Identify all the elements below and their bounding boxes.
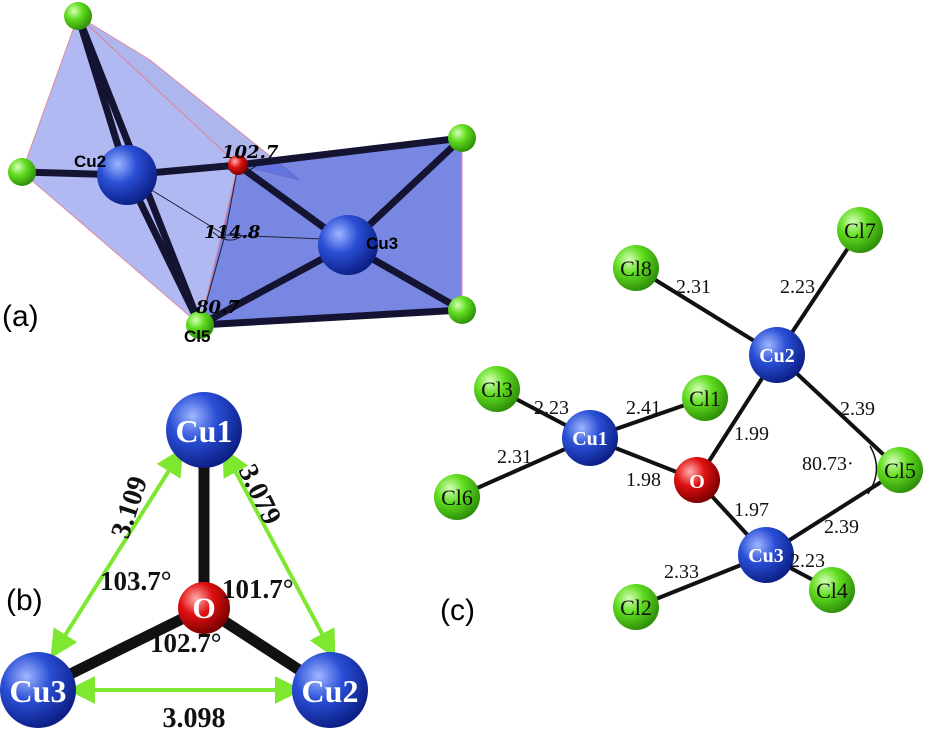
cl-atom-a2 — [8, 158, 36, 186]
angle-80-73-c: 80.73· — [802, 453, 854, 475]
cl4-label-c: Cl4 — [816, 578, 848, 603]
o-atom-c — [674, 457, 720, 503]
cl5-label-a: Cl5 — [184, 327, 210, 346]
cu2-label-c: Cu2 — [759, 345, 795, 367]
cu2-atom-a — [97, 145, 157, 205]
cl7-atom-c — [837, 207, 883, 253]
angle-80-7-a: 80.7 — [195, 297, 240, 318]
bond-cl2-cu3: 2.33 — [664, 561, 699, 583]
cu2-label-b: Cu2 — [302, 673, 359, 709]
panel-label-a: (a) — [2, 300, 39, 333]
cu3-atom-c — [738, 527, 794, 583]
bond-cu3-cl5: 2.39 — [824, 516, 859, 538]
cu1-label-c: Cu1 — [572, 428, 608, 450]
cl5-atom-a — [186, 311, 214, 339]
angle-102-7-a: 102.7 — [222, 142, 279, 163]
angle-right-b: 101.7° — [222, 574, 294, 604]
cl8-atom-c — [613, 245, 659, 291]
cu3-label-a: Cu3 — [366, 234, 398, 253]
angle-bottom-b: 102.7° — [150, 628, 222, 658]
bond-cu2-o: 1.99 — [734, 423, 769, 445]
cu3-label-c: Cu3 — [748, 545, 784, 567]
angle-arc-c — [867, 445, 878, 495]
cu3-atom-a — [318, 215, 378, 275]
cl2-atom-c — [613, 584, 659, 630]
cu1-label-b: Cu1 — [176, 413, 233, 449]
bond-cu2-cl5: 2.39 — [840, 398, 875, 420]
thin-lines-panel-a — [126, 162, 349, 326]
panel-label-b: (b) — [6, 584, 43, 617]
cl4-atom-c — [809, 567, 855, 613]
distance-cu1-cu2-b: 3.079 — [232, 459, 287, 529]
cu3-label-b: Cu3 — [10, 673, 67, 709]
cl3-label-c: Cl3 — [481, 377, 513, 402]
bond-o-cu3: 1.97 — [734, 499, 769, 521]
panel-c: Cl8 Cl7 Cl3 Cl1 Cl6 Cl5 Cl2 Cl4 Cu2 Cu1 … — [434, 207, 923, 630]
panel-label-c: (c) — [440, 594, 475, 627]
cl5-atom-c — [877, 447, 923, 493]
cl-atom-a4 — [448, 296, 476, 324]
cu2-atom-c — [749, 327, 805, 383]
bond-cl3-cu1: 2.23 — [534, 397, 569, 419]
cl-atom-a3 — [448, 124, 476, 152]
bond-cu1-o: 1.98 — [626, 469, 661, 491]
bond-cl6-cu1: 2.31 — [497, 446, 532, 468]
angle-left-b: 103.7° — [100, 566, 172, 596]
cl3-atom-c — [474, 366, 520, 412]
bond-cl7-cu2: 2.23 — [780, 276, 815, 298]
angle-114-8-a: 114.8 — [204, 222, 261, 243]
distance-cu2-cu3-b: 3.098 — [163, 703, 226, 734]
cu1-atom-c — [562, 410, 618, 466]
cl2-label-c: Cl2 — [620, 595, 652, 620]
cl6-atom-c — [434, 474, 480, 520]
o-atom-b — [178, 582, 230, 634]
cl8-label-c: Cl8 — [620, 256, 652, 281]
bond-cu3-cl4: 2.23 — [790, 550, 825, 572]
cu2-atom-b — [292, 652, 368, 728]
o-label-c: O — [689, 471, 705, 493]
panel-b: Cu1 Cu3 Cu2 O 3.109 3.079 3.098 103.7° 1… — [0, 392, 368, 734]
cl1-atom-c — [682, 375, 728, 421]
cl5-label-c: Cl5 — [884, 458, 916, 483]
panel-a: Cu2 Cu3 Cl5 102.7 114.8 80.7 — [8, 2, 476, 346]
o-atom-a — [228, 155, 248, 175]
cl7-label-c: Cl7 — [844, 218, 876, 243]
cu3-atom-b — [0, 652, 76, 728]
cu1-atom-b — [166, 392, 242, 468]
o-label-b: O — [192, 592, 215, 625]
cu2-label-a: Cu2 — [74, 152, 106, 171]
bond-cl8-cu2: 2.31 — [676, 276, 711, 298]
bond-cl1-cu1: 2.41 — [626, 397, 661, 419]
cl6-label-c: Cl6 — [441, 485, 473, 510]
cl1-label-c: Cl1 — [689, 386, 721, 411]
cl-atom-a1 — [64, 2, 92, 30]
